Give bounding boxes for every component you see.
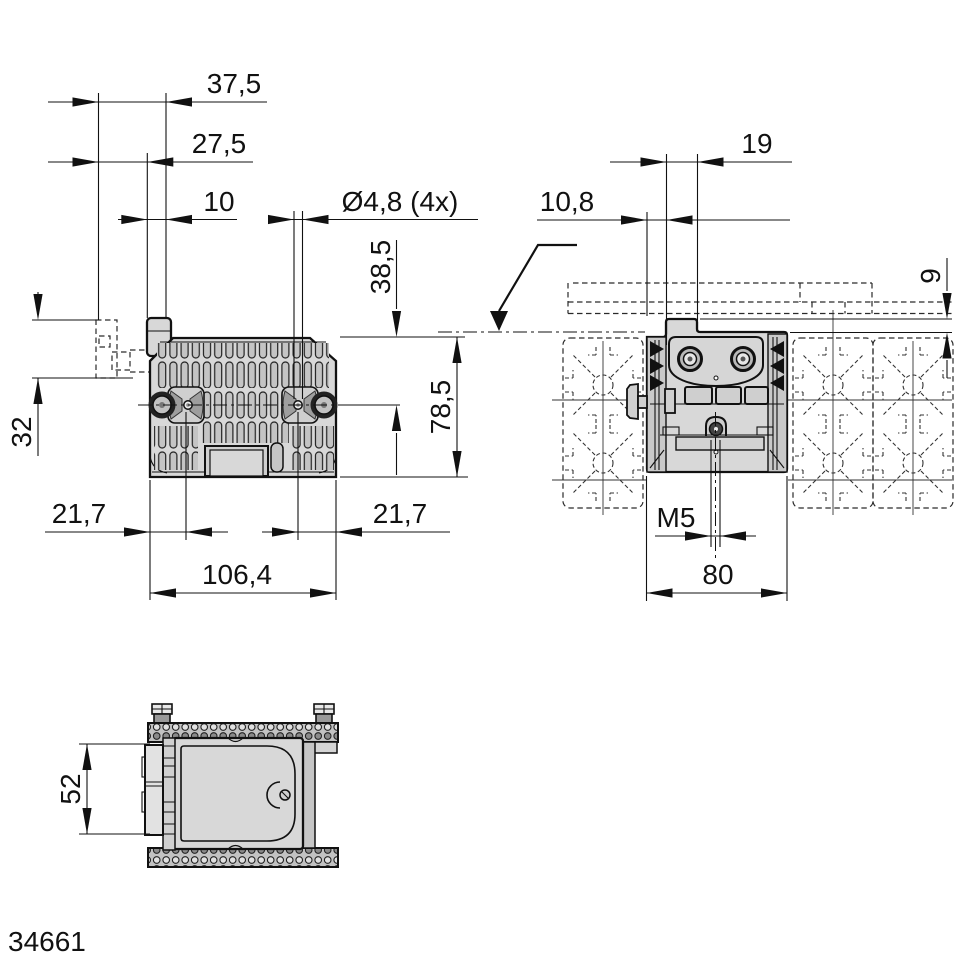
top-adjuster-screw [266, 781, 291, 809]
dim-front-body-height: 78,5 [340, 337, 468, 478]
dim-front-width-to-lever: 27,5 [48, 128, 253, 318]
dim-front-width-to-tab: 37,5 [48, 68, 267, 320]
dim-label: 10 [203, 186, 234, 217]
side-profile-phantom-right [788, 310, 954, 515]
front-connector [204, 442, 284, 477]
side-body [626, 317, 789, 560]
front-lever-phantom [95, 319, 149, 379]
dim-label: Ø4,8 (4x) [342, 186, 459, 217]
dim-front-edge-to-hole-left: 21,7 [45, 412, 228, 600]
dim-label: 37,5 [207, 68, 262, 99]
front-rib-texture [154, 343, 334, 470]
dim-front-edge-to-hole-right: 21,7 [262, 412, 450, 600]
drawing-number: 34661 [8, 926, 86, 957]
dim-label: 38,5 [365, 240, 396, 295]
dim-label: 21,7 [373, 498, 428, 529]
dim-label: 21,7 [52, 498, 107, 529]
dim-front-lever-height: 32 [6, 292, 133, 456]
top-rib-strip-lower [147, 847, 339, 868]
top-bolt-left [151, 703, 173, 724]
dim-label: 78,5 [425, 380, 456, 435]
dim-label: M5 [657, 502, 696, 533]
dim-side-top-block-width: 19 [610, 128, 792, 345]
front-screw-left [148, 386, 205, 424]
dim-side-thread: M5 [655, 440, 756, 547]
dim-front-overall-width: 106,4 [150, 559, 336, 598]
dim-label: 27,5 [192, 128, 247, 159]
front-view: 37,5 27,5 10 Ø4,8 (4x) [6, 68, 478, 600]
dim-label: 10,8 [540, 186, 595, 217]
surface-datum-icon [438, 243, 645, 333]
top-view: 52 [55, 703, 339, 868]
dim-label: 32 [6, 416, 37, 447]
dim-front-hole-center-depth: 38,5 [340, 240, 465, 475]
dim-front-hole-diameter: Ø4,8 (4x) [268, 186, 478, 399]
side-profile-phantom-left [552, 337, 646, 515]
dim-side-face-offset: 10,8 [537, 186, 790, 316]
dim-side-protrusion: 9 [700, 258, 952, 378]
side-lever-knob [626, 382, 639, 421]
dim-top-depth: 52 [55, 743, 150, 835]
top-lever-assembly [141, 737, 176, 851]
side-cover-phantom [567, 282, 952, 315]
dim-side-overall-width: 80 [645, 476, 788, 601]
dim-label: 19 [741, 128, 772, 159]
dim-label: 52 [55, 773, 86, 804]
dim-label: 80 [702, 559, 733, 590]
side-view: 19 10,8 9 M5 [438, 128, 954, 601]
dim-label: 106,4 [202, 559, 272, 590]
top-bolt-right [313, 703, 335, 724]
dim-label: 9 [915, 268, 946, 284]
dim-front-tab-width: 10 [118, 186, 237, 225]
